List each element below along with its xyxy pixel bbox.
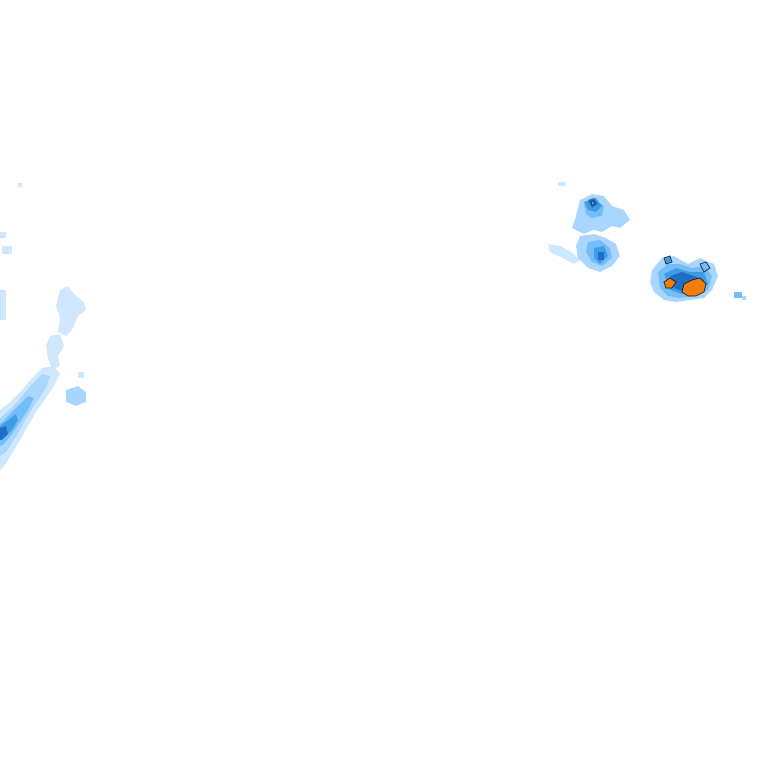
echo-light-area xyxy=(0,374,50,456)
echo-light-area xyxy=(56,286,86,336)
echo-very-light-area xyxy=(0,366,60,470)
echo-pixel xyxy=(2,246,12,254)
echo-pixel xyxy=(734,292,742,298)
echo-pixel xyxy=(742,296,746,300)
echo-core-outline xyxy=(699,261,711,273)
echo-light-area xyxy=(46,334,64,370)
echo-core-outline xyxy=(590,200,596,206)
echo-very-light-area xyxy=(548,244,580,264)
echo-region-northeast-cell-b xyxy=(650,255,746,302)
echo-pixel xyxy=(0,232,6,238)
echo-heavy-area xyxy=(598,252,604,260)
echo-pixel xyxy=(0,290,6,320)
echo-pixel xyxy=(78,372,84,378)
echo-intense-core xyxy=(681,277,707,297)
echo-light-area xyxy=(66,386,86,406)
echo-heavy-area xyxy=(0,426,8,440)
echo-region-west-band xyxy=(0,183,86,470)
echo-region-northeast-cell-a xyxy=(548,182,630,272)
echo-intense-core xyxy=(663,277,677,289)
echo-core-outline xyxy=(663,255,673,265)
echo-pixel xyxy=(18,183,22,187)
echo-pixel xyxy=(558,182,566,186)
